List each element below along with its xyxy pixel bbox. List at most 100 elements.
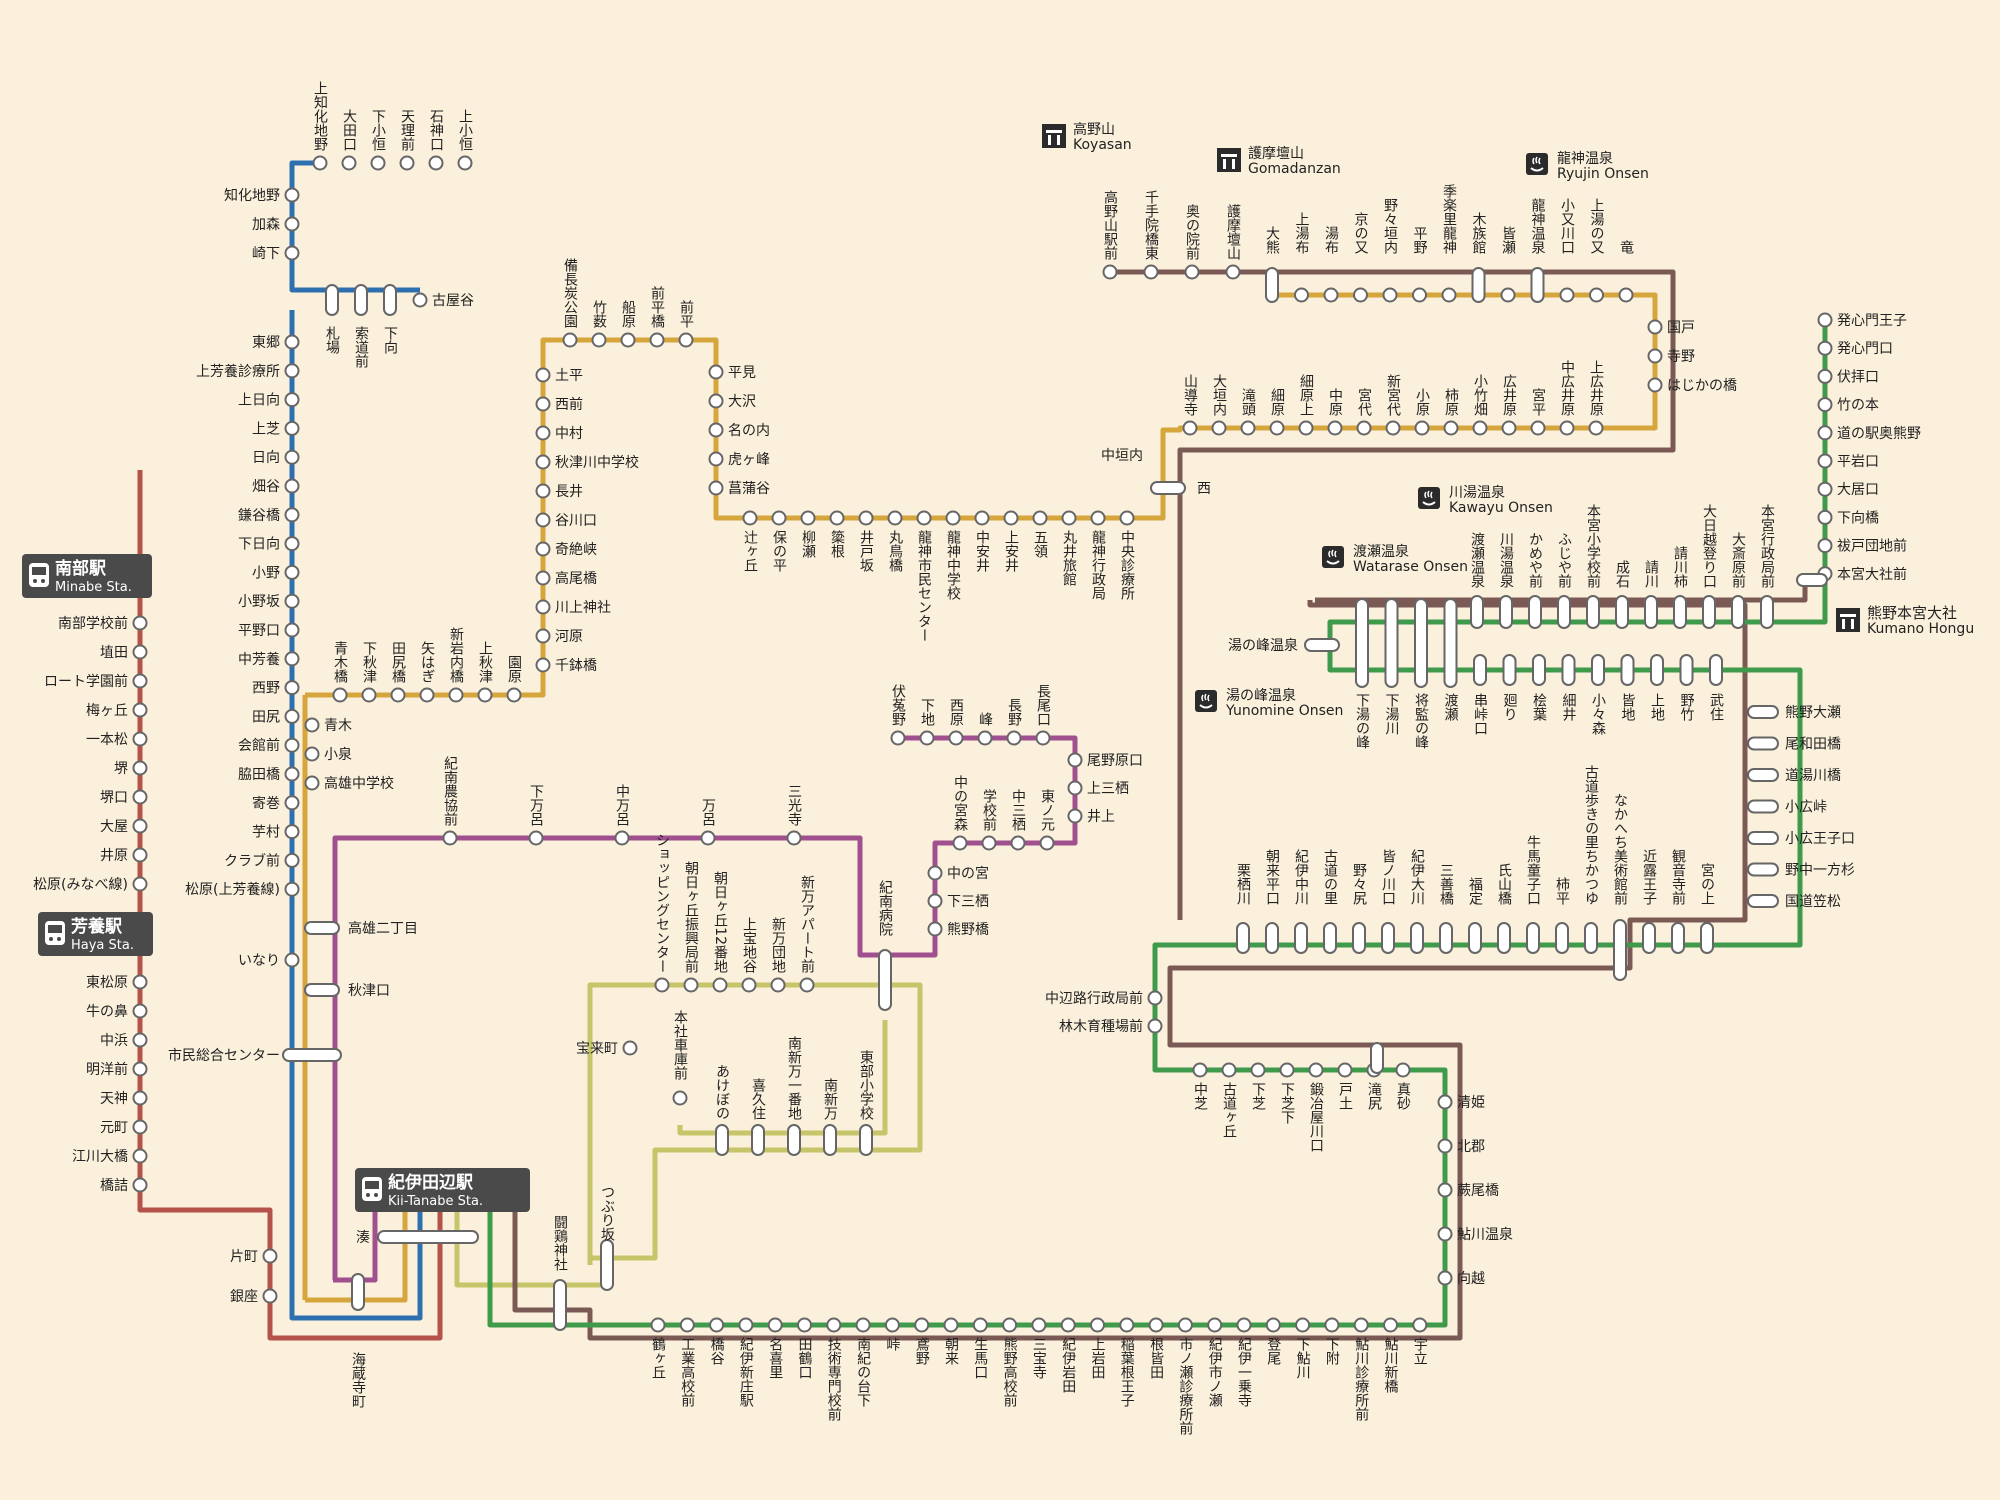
station-dot[interactable] [370, 155, 386, 171]
station-dot[interactable] [1010, 835, 1026, 851]
station-dot[interactable] [132, 1119, 148, 1135]
station-dot[interactable] [1323, 287, 1339, 303]
station-dot[interactable] [535, 454, 551, 470]
transfer-station[interactable] [325, 284, 339, 316]
station-dot[interactable] [1295, 1317, 1311, 1333]
station-dot[interactable] [1090, 510, 1106, 526]
station-dot[interactable] [1308, 1062, 1324, 1078]
station-dot[interactable] [132, 702, 148, 718]
station-dot[interactable] [1269, 420, 1285, 436]
station-dot[interactable] [1441, 287, 1457, 303]
transfer-station[interactable] [1470, 595, 1484, 629]
station-dot[interactable] [591, 332, 607, 348]
station-dot[interactable] [1817, 340, 1833, 356]
transfer-station[interactable] [1471, 267, 1486, 303]
transfer-station[interactable] [1323, 922, 1337, 954]
station-dot[interactable] [457, 155, 473, 171]
station-dot[interactable] [304, 717, 320, 733]
station-dot[interactable] [132, 1061, 148, 1077]
station-dot[interactable] [1032, 510, 1048, 526]
station-dot[interactable] [708, 451, 724, 467]
station-dot[interactable] [1039, 835, 1055, 851]
station-dot[interactable] [284, 622, 300, 638]
station-dot[interactable] [284, 478, 300, 494]
station-dot[interactable] [1589, 287, 1604, 303]
station-dot[interactable] [284, 766, 300, 782]
transfer-station[interactable] [1796, 573, 1828, 587]
station-dot[interactable] [132, 847, 148, 863]
station-dot[interactable] [678, 332, 694, 348]
station-dot[interactable] [797, 1317, 812, 1333]
station-dot[interactable] [284, 363, 300, 379]
station-dot[interactable] [614, 830, 630, 846]
station-dot[interactable] [981, 835, 997, 851]
station-dot[interactable] [1412, 1317, 1428, 1333]
station-dot[interactable] [1588, 420, 1604, 436]
station-dot[interactable] [1143, 264, 1159, 280]
transfer-station[interactable] [1443, 598, 1458, 688]
station-dot[interactable] [1031, 1317, 1047, 1333]
transfer-station[interactable] [1561, 654, 1576, 686]
station-dot[interactable] [1817, 481, 1833, 497]
station-dot[interactable] [284, 881, 300, 897]
station-markers[interactable] [132, 155, 1833, 1333]
station-dot[interactable] [1119, 1317, 1135, 1333]
transfer-station[interactable] [1497, 922, 1511, 954]
station-dot[interactable] [1530, 420, 1546, 436]
station-dot[interactable] [262, 1248, 278, 1264]
transfer-station[interactable] [1355, 598, 1369, 688]
station-dot[interactable] [284, 564, 300, 580]
station-dot[interactable] [132, 974, 148, 990]
station-dot[interactable] [712, 977, 728, 993]
transfer-station[interactable] [1584, 922, 1598, 954]
station-dot[interactable] [1177, 1317, 1193, 1333]
transfer-station[interactable] [859, 1124, 873, 1156]
station-dot[interactable] [1500, 287, 1516, 303]
station-dot[interactable] [1437, 1138, 1453, 1154]
station-dot[interactable] [1647, 319, 1663, 335]
transfer-station[interactable] [1747, 736, 1779, 751]
transfer-station[interactable] [1294, 922, 1308, 954]
station-dot[interactable] [826, 1317, 842, 1333]
transfer-station[interactable] [1615, 595, 1629, 629]
station-dot[interactable] [448, 687, 464, 703]
station-dot[interactable] [304, 775, 320, 791]
transfer-station[interactable] [1304, 638, 1340, 652]
transfer-station[interactable] [1265, 922, 1279, 954]
station-dot[interactable] [1817, 368, 1833, 384]
station-dot[interactable] [1184, 264, 1200, 280]
transfer-station[interactable] [600, 1239, 614, 1291]
station-dot[interactable] [535, 570, 551, 586]
transfer-station[interactable] [1468, 922, 1482, 954]
station-dot[interactable] [132, 876, 148, 892]
station-dot[interactable] [708, 422, 724, 438]
station-dot[interactable] [1147, 990, 1163, 1006]
station-dot[interactable] [1395, 1062, 1411, 1078]
station-dot[interactable] [1298, 420, 1314, 436]
station-dot[interactable] [914, 1317, 930, 1333]
station-dot[interactable] [1817, 312, 1833, 328]
station-dot[interactable] [620, 332, 636, 348]
transfer-station[interactable] [304, 921, 340, 935]
transfer-station[interactable] [1555, 922, 1569, 954]
station-dot[interactable] [535, 657, 551, 673]
station-dot[interactable] [1294, 287, 1309, 303]
station-dot[interactable] [284, 420, 300, 436]
station-dot[interactable] [562, 332, 578, 348]
station-dot[interactable] [528, 830, 544, 846]
station-dot[interactable] [1817, 509, 1833, 525]
station-dot[interactable] [1119, 510, 1135, 526]
station-dot[interactable] [535, 396, 551, 412]
station-dot[interactable] [1385, 420, 1401, 436]
transfer-station[interactable] [823, 1124, 837, 1156]
station-dot[interactable] [1148, 1317, 1164, 1333]
station-dot[interactable] [1067, 752, 1083, 768]
station-dot[interactable] [132, 1090, 148, 1106]
station-dot[interactable] [132, 1177, 148, 1193]
station-dot[interactable] [132, 615, 148, 631]
transfer-station[interactable] [1702, 595, 1716, 629]
transfer-station[interactable] [1747, 799, 1779, 814]
station-dot[interactable] [800, 510, 816, 526]
station-dot[interactable] [1383, 1317, 1398, 1333]
station-dot[interactable] [927, 893, 943, 909]
